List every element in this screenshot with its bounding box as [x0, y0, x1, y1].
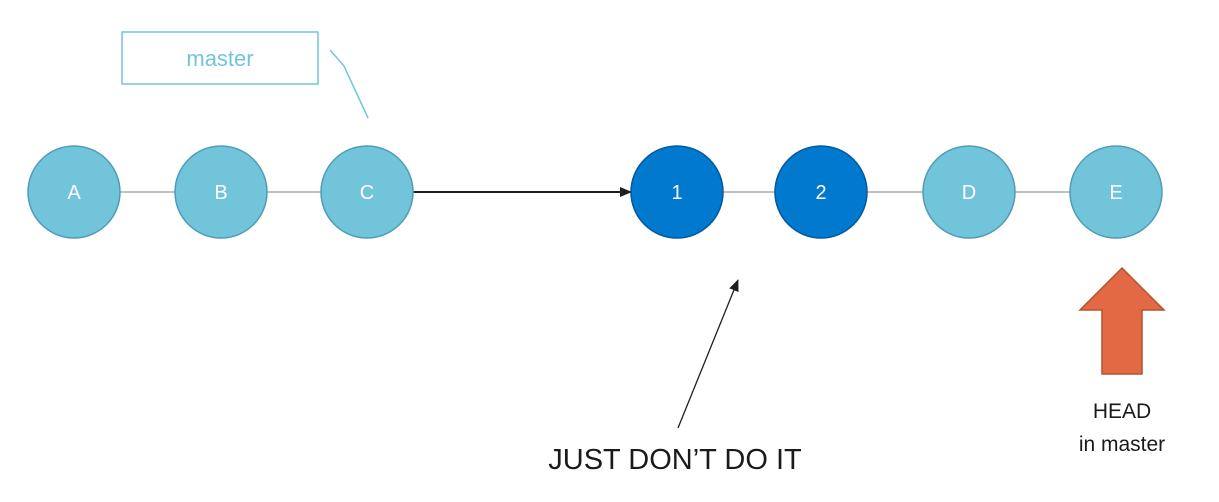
- commit-circle-C: [320, 145, 414, 239]
- commit-circle-D: [922, 145, 1016, 239]
- head-label-line1: HEAD: [1093, 400, 1151, 423]
- head-up-arrow-icon: [1078, 266, 1166, 375]
- commit-node-A: A: [27, 145, 121, 239]
- head-indicator: HEAD in master: [1078, 266, 1166, 456]
- commit-node-2: 2: [774, 145, 868, 239]
- commit-circle-A: [27, 145, 121, 239]
- commit-nodes: A B C 1 2 D E: [27, 145, 1163, 239]
- commit-circle-1: [630, 145, 724, 239]
- commit-label-A: A: [67, 182, 81, 204]
- warning-caption: JUST DON’T DO IT: [548, 279, 802, 476]
- commit-circle-2: [774, 145, 868, 239]
- commit-label-D: D: [962, 182, 976, 204]
- branch-label-text: master: [186, 46, 253, 71]
- commit-node-1: 1: [630, 145, 724, 239]
- commit-node-B: B: [174, 145, 268, 239]
- commit-circle-E: [1069, 145, 1163, 239]
- commit-label-B: B: [214, 182, 227, 204]
- head-label-line2: in master: [1079, 433, 1165, 456]
- commit-circle-B: [174, 145, 268, 239]
- caption-text: JUST DON’T DO IT: [548, 444, 802, 476]
- branch-label-box: [121, 31, 319, 85]
- caption-pointer-arrow: [677, 279, 739, 429]
- commit-label-2: 2: [815, 182, 826, 204]
- commit-label-E: E: [1109, 182, 1122, 204]
- branch-pointer-line: [329, 49, 369, 119]
- commit-label-C: C: [360, 182, 374, 204]
- commit-label-1: 1: [671, 182, 682, 204]
- branch-label-master: master: [121, 31, 369, 119]
- commit-node-C: C: [320, 145, 414, 239]
- commit-node-D: D: [922, 145, 1016, 239]
- commit-node-E: E: [1069, 145, 1163, 239]
